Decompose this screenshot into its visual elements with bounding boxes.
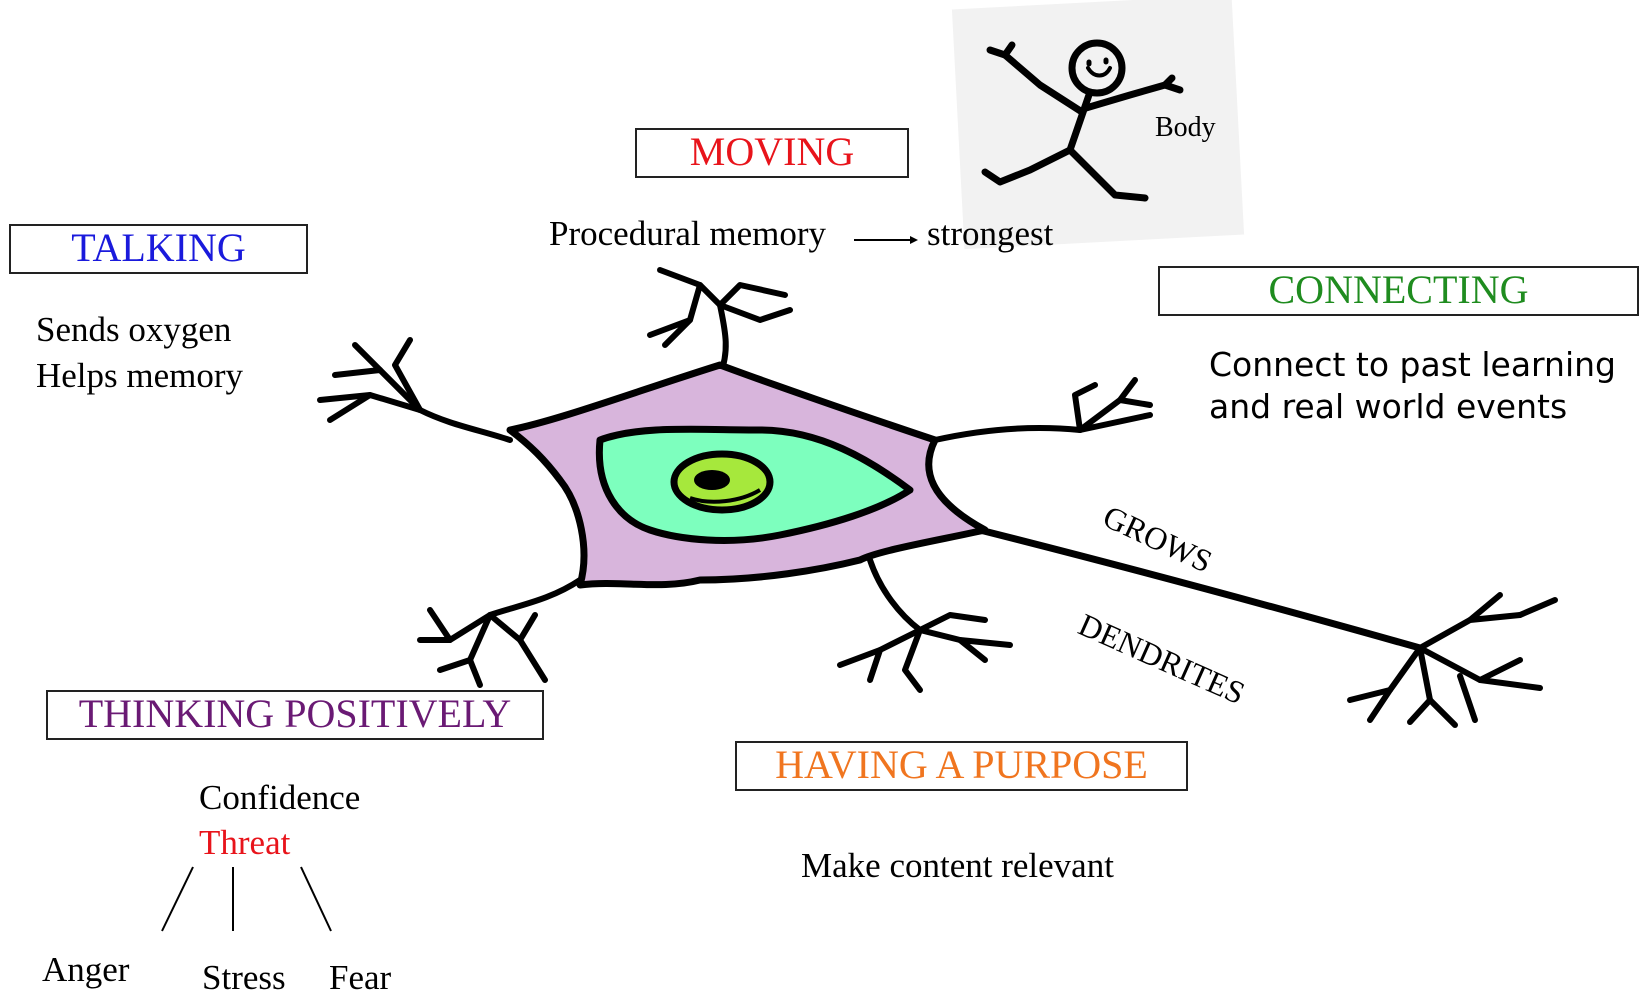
dendrite-bottom-left: [417, 577, 583, 688]
moving-note-right: strongest: [927, 214, 1054, 253]
connecting-line-1: Connect to past learning: [1209, 345, 1616, 384]
axon: [956, 521, 1424, 652]
moving-box: MOVING: [635, 128, 909, 178]
moving-label: MOVING: [689, 129, 855, 174]
dendrite-left: [317, 337, 513, 443]
talking-label: TALKING: [71, 225, 246, 270]
branch-anger: Anger: [42, 950, 130, 989]
moving-note-left: Procedural memory: [549, 214, 826, 253]
purpose-label: HAVING A PURPOSE: [775, 742, 1148, 787]
branch-stress: Stress: [202, 958, 286, 997]
confidence-label: Confidence: [199, 778, 361, 817]
connecting-label: CONNECTING: [1268, 267, 1529, 312]
dendrite-right: [932, 377, 1153, 443]
threat-label: Threat: [199, 823, 291, 862]
talking-box: TALKING: [9, 224, 308, 274]
nucleolus-inner: [694, 470, 730, 490]
body-label: Body: [1155, 112, 1216, 143]
thinking-label: THINKING POSITIVELY: [78, 691, 512, 736]
axon-terminal: [1347, 592, 1558, 728]
connecting-box: CONNECTING: [1158, 266, 1639, 316]
talking-line-1: Sends oxygen: [36, 310, 232, 349]
dendrite-bottom: [837, 557, 1013, 693]
purpose-note: Make content relevant: [801, 846, 1114, 885]
purpose-box: HAVING A PURPOSE: [735, 741, 1188, 791]
branch-fear: Fear: [329, 958, 392, 997]
talking-line-2: Helps memory: [36, 356, 244, 395]
thinking-box: THINKING POSITIVELY: [46, 690, 544, 740]
connecting-line-2: and real world events: [1209, 387, 1568, 426]
